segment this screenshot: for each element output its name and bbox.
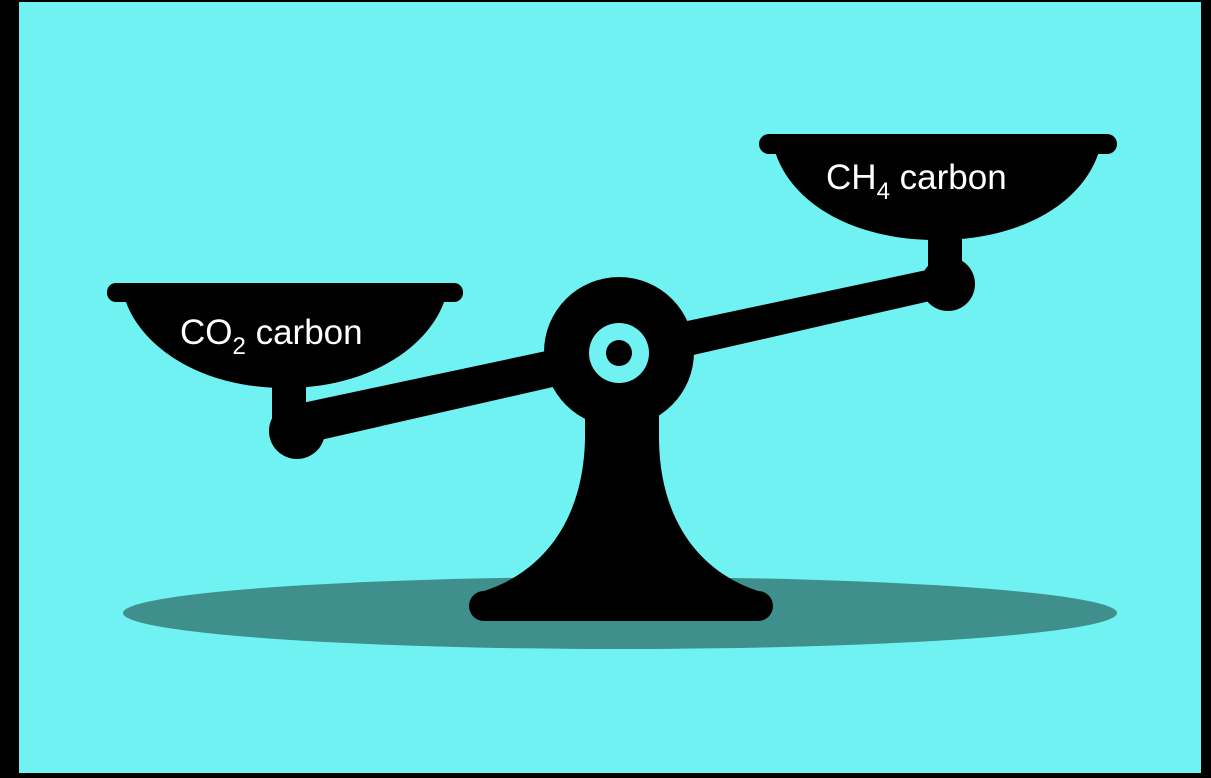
left-pan-bowl [124, 296, 446, 388]
right-pan-label-main: CH [826, 158, 877, 197]
scale-pedestal [477, 400, 765, 593]
right-pan-knob [921, 257, 975, 311]
left-pan-label-main: CO [180, 313, 233, 352]
right-pan-label-rest: carbon [890, 158, 1007, 197]
left-pan-knob [269, 403, 325, 459]
scale-base [469, 591, 773, 621]
pivot-pin [606, 340, 632, 366]
right-pan-label: CH4 carbon [826, 158, 1007, 205]
right-pan-label-subscript: 4 [877, 178, 890, 205]
right-pan-bowl [774, 148, 1100, 240]
left-pan-label: CO2 carbon [180, 313, 363, 360]
left-pan-label-subscript: 2 [233, 333, 246, 360]
left-pan-label-rest: carbon [246, 313, 363, 352]
